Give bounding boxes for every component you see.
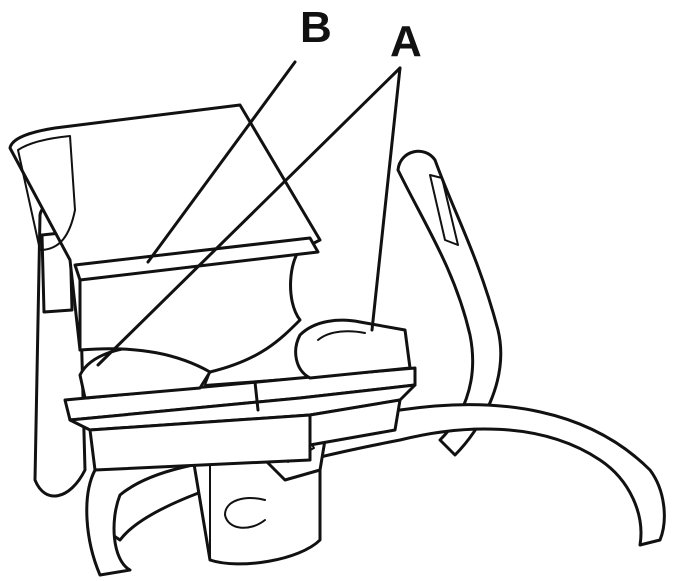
label-a: A [390,17,422,66]
leader-a-left [96,66,402,367]
leader-lines [96,60,402,367]
leader-b [146,60,297,264]
label-b: B [300,3,332,52]
leader-a-right [370,66,402,332]
right-cup-holder [294,318,412,380]
